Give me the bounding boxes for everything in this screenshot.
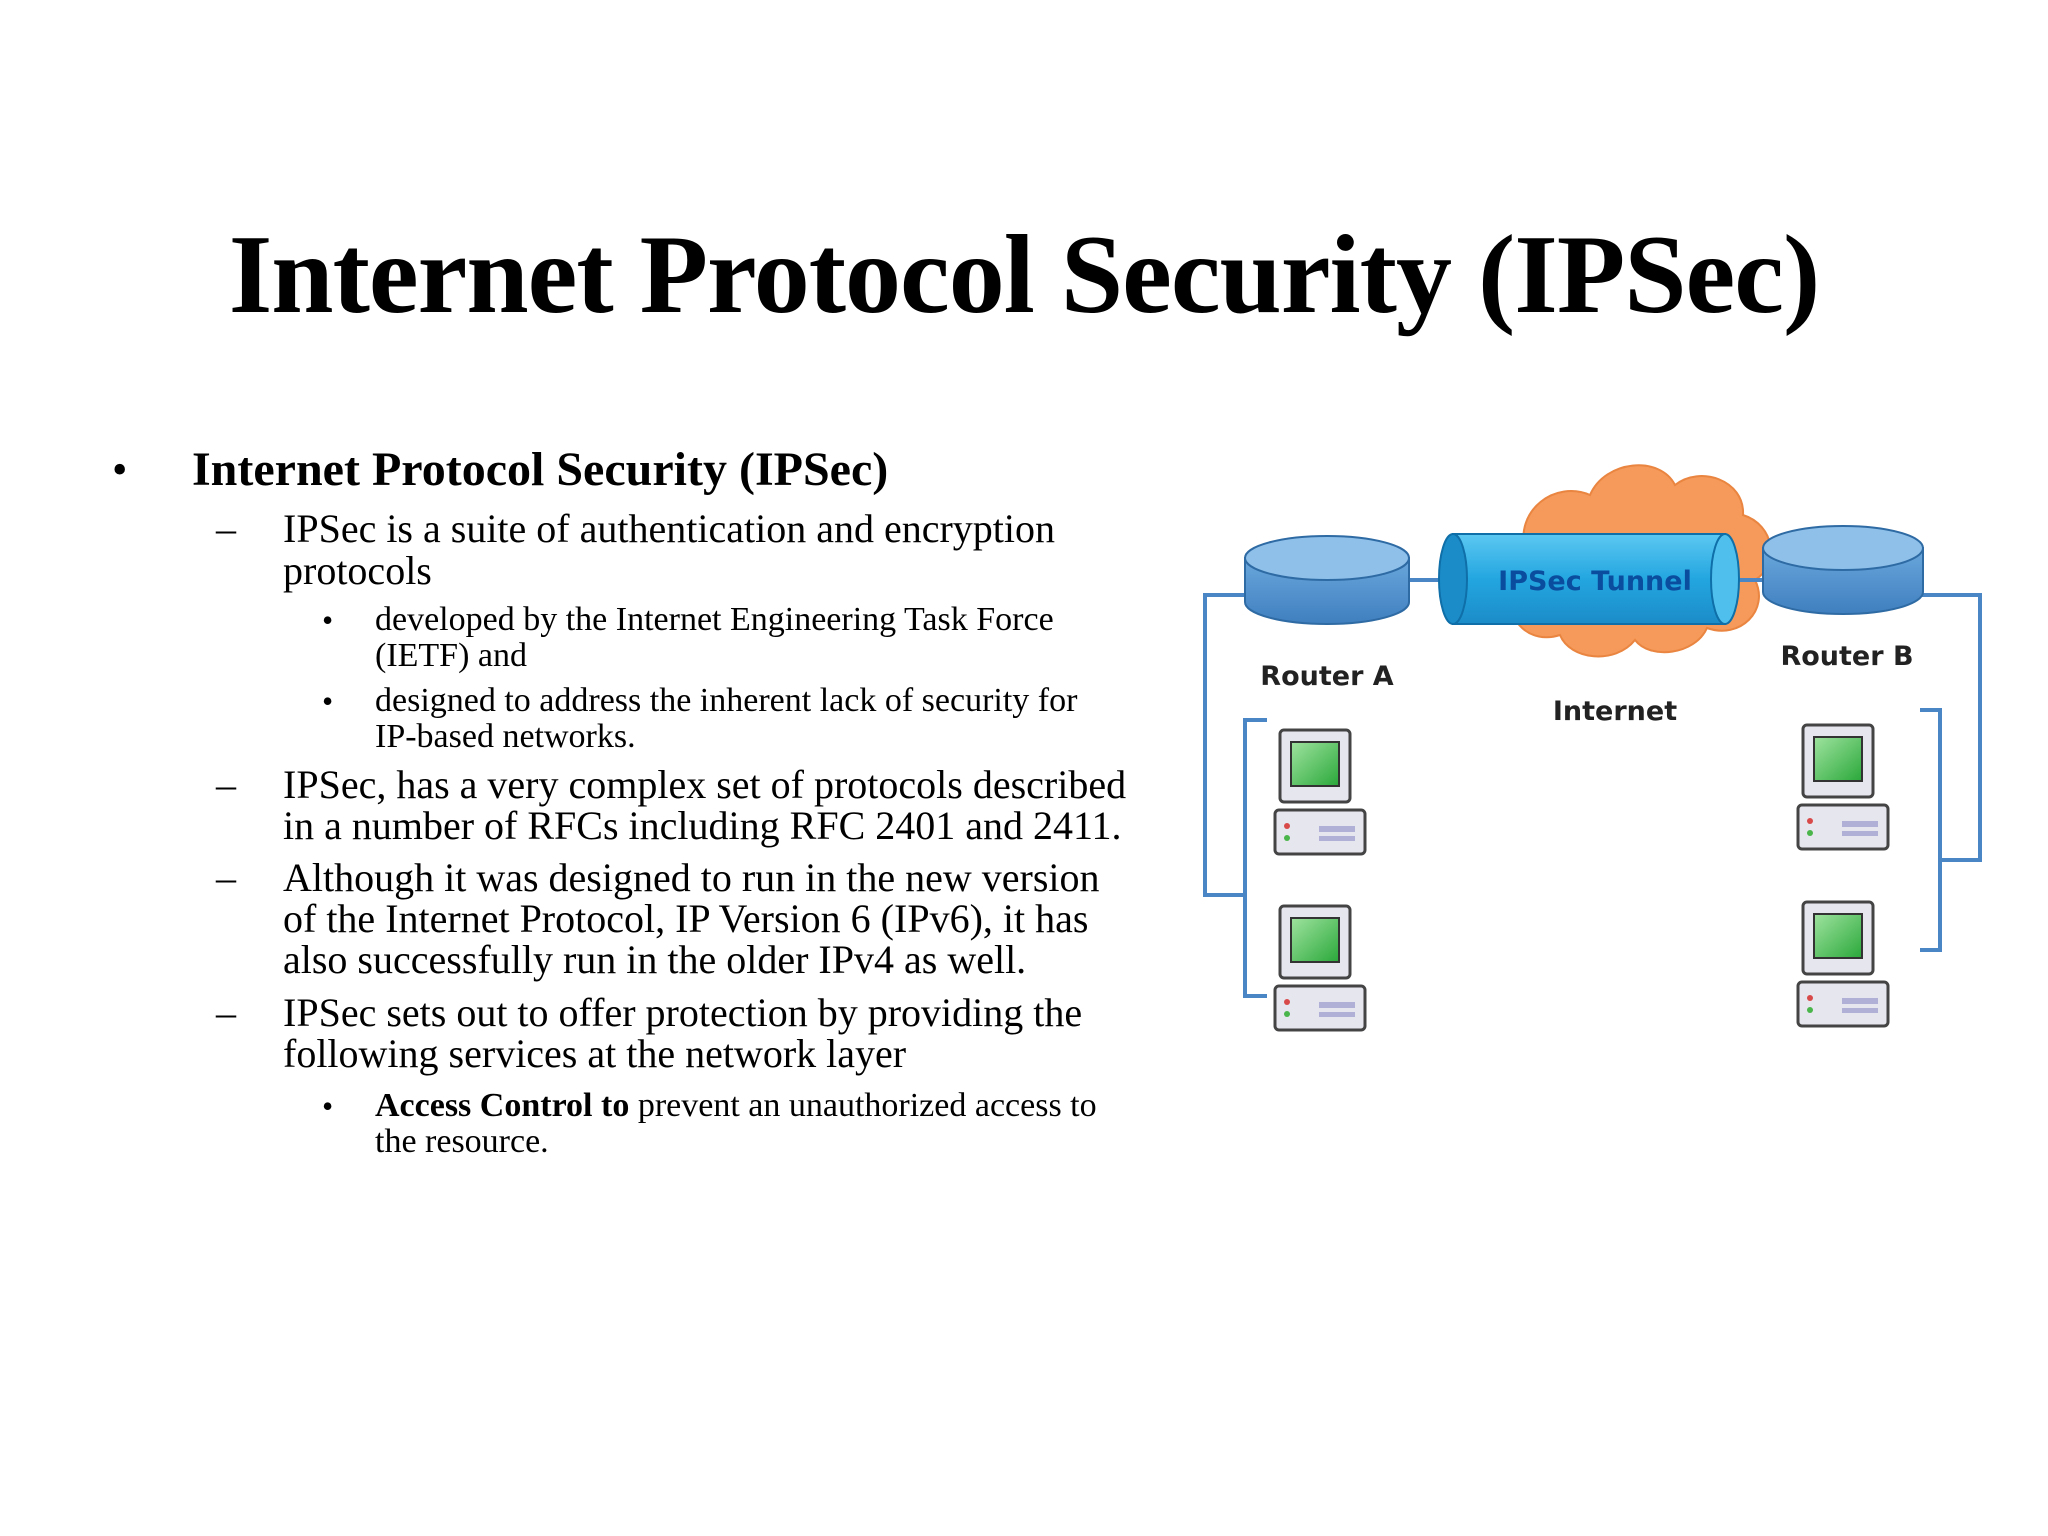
item4-sub1-line2: the resource. — [375, 1123, 549, 1160]
item1-sub1-line2: (IETF) and — [375, 637, 528, 674]
bullet-content: • Internet Protocol Security (IPSec) – I… — [112, 443, 1127, 1160]
item1-line1: IPSec is a suite of authentication and e… — [283, 506, 1056, 551]
tunnel-label: IPSec Tunnel — [1498, 566, 1692, 597]
sub-bullet-marker: • — [322, 1088, 334, 1124]
item4-line2: following services at the network layer — [283, 1031, 907, 1076]
router-b-links — [1920, 593, 1982, 952]
item1-sub2-line2: IP-based networks. — [375, 718, 636, 755]
sub-bullet-marker: • — [322, 683, 334, 719]
item3-line2: of the Internet Protocol, IP Version 6 (… — [283, 896, 1089, 941]
item2-line2: in a number of RFCs including RFC 2401 a… — [283, 803, 1122, 848]
dash-marker: – — [216, 762, 236, 807]
item3-line1: Although it was designed to run in the n… — [283, 855, 1100, 900]
ipsec-tunnel: IPSec Tunnel — [1438, 533, 1740, 625]
computer-a1 — [1273, 728, 1367, 856]
ipsec-network-diagram: IPSec Tunnel Router A Router B Internet — [1195, 440, 1995, 1080]
router-a — [1244, 535, 1410, 625]
internet-label: Internet — [1553, 696, 1677, 727]
item3-line3: also successfully run in the older IPv4 … — [283, 937, 1027, 982]
router-a-label: Router A — [1260, 661, 1393, 692]
item1-sub1-line1: developed by the Internet Engineering Ta… — [375, 601, 1054, 638]
router-b-label: Router B — [1780, 641, 1913, 672]
dash-marker: – — [216, 506, 236, 551]
router-b — [1762, 525, 1924, 615]
sub-bullet-marker: • — [322, 602, 334, 638]
router-a-links — [1203, 593, 1267, 998]
item2-line1: IPSec, has a very complex set of protoco… — [283, 762, 1127, 807]
computer-b2 — [1796, 900, 1890, 1028]
access-control-term: Access Control to — [375, 1087, 630, 1124]
bullet-heading: Internet Protocol Security (IPSec) — [192, 443, 889, 496]
item4-line1: IPSec sets out to offer protection by pr… — [283, 990, 1083, 1035]
slide-title: Internet Protocol Security (IPSec) — [228, 213, 1821, 337]
dash-marker: – — [216, 855, 236, 900]
item1-sub2-line1: designed to address the inherent lack of… — [375, 682, 1078, 719]
item1-line2: protocols — [283, 548, 432, 593]
computer-a2 — [1273, 904, 1367, 1032]
access-control-desc: prevent an unauthorized access to — [629, 1087, 1097, 1124]
item4-sub1-line1: Access Control to prevent an unauthorize… — [375, 1088, 1097, 1124]
bullet-marker: • — [112, 445, 128, 494]
computer-b1 — [1796, 723, 1890, 851]
dash-marker: – — [216, 990, 236, 1035]
